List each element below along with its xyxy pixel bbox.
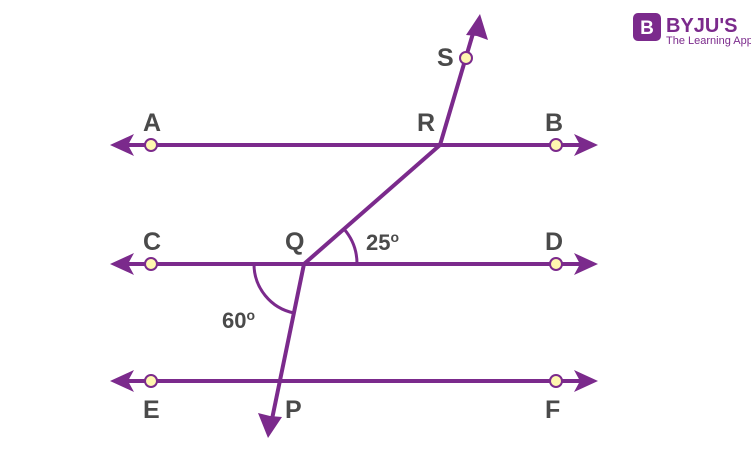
segment-QR <box>302 143 442 266</box>
arrowhead-down-icon <box>258 413 282 438</box>
point-B <box>549 138 563 152</box>
angle-25-unit: o <box>390 229 399 245</box>
arrowhead-left-icon <box>110 370 134 392</box>
line-EF <box>110 370 598 392</box>
point-F <box>549 374 563 388</box>
arrowhead-left-icon <box>110 134 134 156</box>
arrowhead-left-icon <box>110 253 134 275</box>
point-E <box>144 374 158 388</box>
point-S <box>459 51 473 65</box>
label-A: A <box>143 109 161 137</box>
angle-arc-60 <box>252 263 295 315</box>
angle-arc-25 <box>342 228 359 265</box>
arrowhead-right-icon <box>574 134 598 156</box>
label-P: P <box>285 396 302 424</box>
angle-label-25: 25o <box>366 229 399 255</box>
label-E: E <box>143 396 160 424</box>
point-C <box>144 257 158 271</box>
label-F: F <box>545 396 560 424</box>
brand-tagline: The Learning App <box>666 35 751 47</box>
arrowhead-right-icon <box>574 253 598 275</box>
arrowhead-up-icon <box>466 14 488 40</box>
angle-25-value: 25 <box>366 230 390 255</box>
label-Q: Q <box>285 228 304 256</box>
label-R: R <box>417 109 435 137</box>
brand-logo-mark <box>633 13 661 41</box>
arrowhead-right-icon <box>574 370 598 392</box>
line-CD <box>110 253 598 275</box>
angle-label-60: 60o <box>222 307 255 333</box>
angle-60-unit: o <box>246 307 255 323</box>
point-D <box>549 257 563 271</box>
line-AB <box>110 134 598 156</box>
label-C: C <box>143 228 161 256</box>
angle-60-value: 60 <box>222 308 246 333</box>
point-A <box>144 138 158 152</box>
brand-logo: B BYJU'S The Learning App <box>633 13 751 47</box>
label-S: S <box>437 44 454 72</box>
brand-logo-letter: B <box>640 18 654 39</box>
label-B: B <box>545 109 563 137</box>
ray-RS <box>438 14 488 146</box>
brand-name: BYJU'S <box>666 15 737 37</box>
label-D: D <box>545 228 563 256</box>
ray-QP <box>258 263 306 438</box>
